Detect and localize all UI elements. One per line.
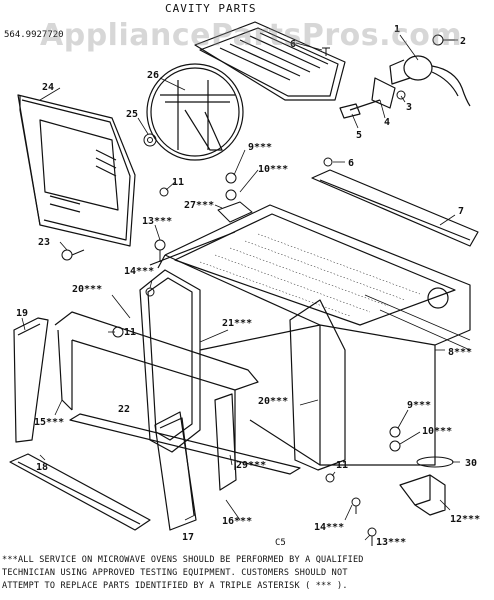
door-seal-strip [69, 413, 301, 475]
vent-grille [194, 21, 346, 101]
callout-6: 6 [348, 158, 354, 169]
mounting-bracket [399, 474, 446, 516]
callout-13-upper: 13*** [142, 216, 172, 227]
callout-10-upper: 10*** [258, 164, 288, 175]
footnote-line-2: TECHNICIAN USING APPROVED TESTING EQUIPM… [2, 568, 348, 578]
callout-7: 7 [458, 206, 464, 217]
callout-17: 17 [182, 532, 194, 543]
callout-27: 27*** [184, 200, 214, 211]
callout-11-middle: 11 [124, 327, 136, 338]
callout-24: 24 [42, 82, 54, 93]
outer-panel [17, 94, 136, 247]
callout-25: 25 [126, 109, 138, 120]
service-footnote: ***ALL SERVICE ON MICROWAVE OVENS SHOULD… [2, 554, 492, 593]
right-trim [154, 411, 197, 531]
callout-20-left: 20*** [72, 284, 102, 295]
callout-30: 30 [465, 458, 477, 469]
callout-12: 12*** [450, 514, 480, 525]
callout-19: 19 [16, 308, 28, 319]
callout-23: 23 [38, 237, 50, 248]
callout-2: 2 [460, 36, 466, 47]
top-rail [311, 169, 479, 247]
screws [61, 34, 455, 546]
callout-10-lower: 10*** [422, 426, 452, 437]
callout-18: 18 [36, 462, 48, 473]
callout-14-upper: 14*** [124, 266, 154, 277]
model-number: 564.9927720 [4, 30, 64, 40]
bottom-trim [9, 453, 151, 531]
callout-labels: 1 2 3 4 5 6 6 7 8*** 9*** 9*** 10*** 10*… [16, 24, 480, 548]
door-trim-frame [54, 311, 259, 491]
callout-15: 15*** [34, 417, 64, 428]
callout-20-right: 20*** [258, 396, 288, 407]
callout-11-upper: 11 [172, 177, 184, 188]
callout-11-lower: 11 [336, 460, 348, 471]
footnote-line-3: ATTEMPT TO REPLACE PARTS IDENTIFIED BY A… [2, 581, 348, 591]
callout-22: 22 [118, 404, 130, 415]
callout-6-top: 6 [290, 39, 296, 50]
leader-lines [21, 34, 460, 541]
callout-26: 26 [147, 70, 159, 81]
callout-9-lower: 9*** [407, 400, 431, 411]
footnote-line-1: ***ALL SERVICE ON MICROWAVE OVENS SHOULD… [2, 555, 364, 565]
diagram-code: C5 [275, 538, 286, 548]
callout-3: 3 [406, 102, 412, 113]
stirrer-motor [339, 55, 471, 119]
callout-4: 4 [384, 117, 390, 128]
callout-14-lower: 14*** [314, 522, 344, 533]
left-trim [13, 317, 49, 443]
callout-29: 29*** [236, 460, 266, 471]
watermark-text: AppliancePartsPros.com [40, 18, 463, 53]
diagram-title: CAVITY PARTS [165, 2, 257, 15]
stirrer-fan [146, 63, 244, 161]
callout-13-lower: 13*** [376, 537, 406, 548]
callout-21: 21*** [222, 318, 252, 329]
callout-8: 8*** [448, 347, 472, 358]
callout-1: 1 [394, 24, 400, 35]
callout-5: 5 [356, 130, 362, 141]
callout-9-upper: 9*** [248, 142, 272, 153]
callout-16: 16*** [222, 516, 252, 527]
